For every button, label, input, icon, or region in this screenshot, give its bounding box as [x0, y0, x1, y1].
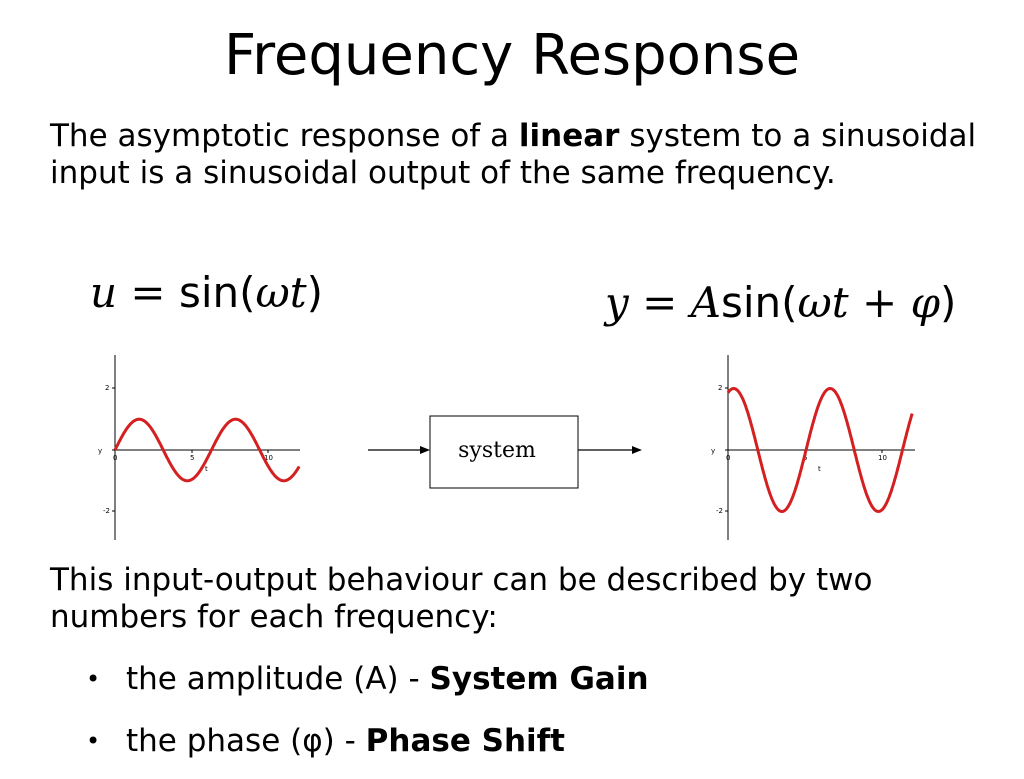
bullet-gain-text: the amplitude (A) -	[126, 661, 430, 697]
output-xtick-10: 10	[878, 454, 887, 462]
bullet-gain-bold: System Gain	[429, 661, 649, 697]
input-ytick-2: 2	[105, 384, 109, 392]
bullet-phase: • the phase (φ) - Phase Shift	[86, 717, 986, 779]
input-eq-lhs: u	[90, 268, 118, 317]
behaviour-paragraph: This input-output behaviour can be descr…	[50, 562, 873, 635]
output-ytick-neg2: -2	[716, 507, 723, 515]
output-sine-curve	[726, 386, 914, 514]
bullet-gain: • the amplitude (A) - System Gain	[86, 655, 986, 717]
input-xtick-5: 5	[190, 454, 194, 462]
output-y-label: y	[711, 447, 715, 455]
input-xtick-10: 10	[264, 454, 273, 462]
output-plot: 2 -2 y 0 5 10 t	[711, 355, 915, 540]
intro-bold-linear: linear	[518, 118, 620, 154]
input-eq-arg: ωt	[255, 268, 307, 317]
output-eq-func: sin(	[720, 278, 798, 327]
input-y-label: y	[98, 447, 102, 455]
bullet-list: • the amplitude (A) - System Gain • the ph…	[86, 655, 986, 779]
input-x-label: t	[205, 465, 208, 473]
intro-text-1: The asymptotic response of a	[50, 118, 519, 154]
bullet-phase-bold: Phase Shift	[365, 723, 565, 759]
output-eq-phase: φ	[910, 278, 941, 327]
slide-title: Frequency Response	[223, 23, 801, 88]
output-xtick-0: 0	[726, 454, 730, 462]
output-eq-lhs: y	[605, 278, 629, 327]
input-sine-curve	[113, 417, 301, 483]
output-eq-amp: A	[690, 278, 721, 327]
bullet-phase-text: the phase (φ) -	[126, 723, 366, 759]
output-arrow-head	[632, 446, 642, 454]
output-ytick-2: 2	[718, 384, 722, 392]
output-equation: y = Asin(ωt + φ)	[605, 278, 956, 327]
block-diagram: 2 -2 y 0 5 10 t system 2 -2 y 0 5 10 t	[98, 355, 915, 540]
output-eq-equals: =	[628, 278, 691, 327]
input-eq-close: )	[306, 268, 324, 317]
output-eq-plus: +	[848, 278, 911, 327]
output-x-label: t	[818, 465, 821, 473]
bullet-dot: •	[86, 727, 101, 755]
system-label: system	[458, 438, 536, 463]
input-eq-equals: =	[117, 268, 179, 317]
input-ytick-neg2: -2	[103, 507, 110, 515]
intro-paragraph: The asymptotic response of a linear syst…	[50, 118, 980, 192]
input-equation: u = sin(ωt)	[90, 268, 323, 317]
system-box	[429, 415, 579, 489]
input-xtick-0: 0	[113, 454, 117, 462]
intro-text-2: system to a sinusoidal input is a sinuso…	[50, 118, 977, 191]
input-eq-func: sin(	[178, 268, 256, 317]
output-eq-close: )	[940, 278, 957, 327]
input-plot: 2 -2 y 0 5 10 t	[98, 355, 301, 540]
output-eq-arg: ωt	[797, 278, 849, 327]
input-arrow-head	[420, 446, 430, 454]
bullet-dot: •	[86, 665, 101, 693]
